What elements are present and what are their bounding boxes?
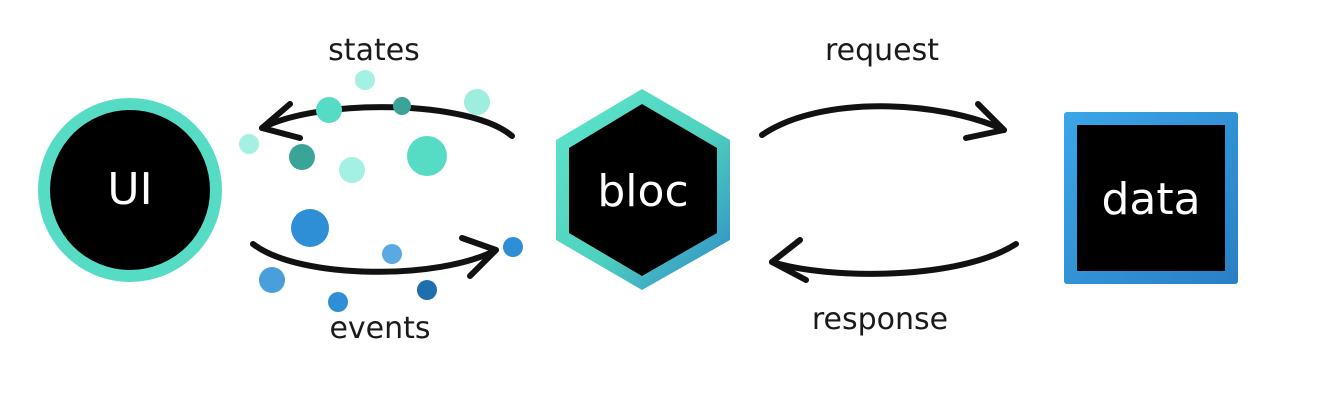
state-particle xyxy=(239,134,259,154)
request-label: request xyxy=(824,33,940,68)
state-particle xyxy=(464,89,490,115)
data-node-body xyxy=(1077,125,1225,271)
ui-node-body xyxy=(50,110,210,270)
event-particle xyxy=(417,280,437,300)
bloc-node-body xyxy=(569,104,717,276)
response-arrow-line xyxy=(769,241,1019,277)
request-arrowhead xyxy=(963,101,1007,141)
states-arrowhead xyxy=(259,101,303,141)
states-arrow xyxy=(259,101,515,141)
state-particle xyxy=(316,97,342,123)
event-particle xyxy=(503,237,523,257)
states-arrow-line xyxy=(259,104,515,139)
request-arrow xyxy=(759,101,1007,141)
event-particle xyxy=(291,209,329,247)
data-node xyxy=(1064,112,1238,284)
events-arrow xyxy=(250,235,499,279)
state-particle xyxy=(339,157,365,183)
data-node-label: data xyxy=(1101,174,1201,225)
response-label: response xyxy=(811,302,949,337)
response-arrowhead xyxy=(769,237,809,283)
event-particle xyxy=(382,244,402,264)
state-particle xyxy=(393,97,411,115)
event-particles xyxy=(259,209,523,312)
states-label: states xyxy=(328,33,420,68)
bloc-node xyxy=(556,89,730,290)
event-particle xyxy=(328,292,348,312)
state-particle xyxy=(355,70,375,90)
state-particle xyxy=(407,136,447,176)
events-arrowhead xyxy=(459,235,499,279)
request-arrow-line xyxy=(759,103,1007,138)
events-label: events xyxy=(329,311,431,346)
response-arrow xyxy=(769,237,1019,283)
ui-node-label: UI xyxy=(107,164,153,215)
event-particle xyxy=(259,267,285,293)
ui-node xyxy=(38,98,222,282)
events-arrow-line xyxy=(250,241,499,275)
bloc-node-label: bloc xyxy=(597,166,689,217)
state-particles xyxy=(239,70,490,183)
state-particle xyxy=(289,144,315,170)
